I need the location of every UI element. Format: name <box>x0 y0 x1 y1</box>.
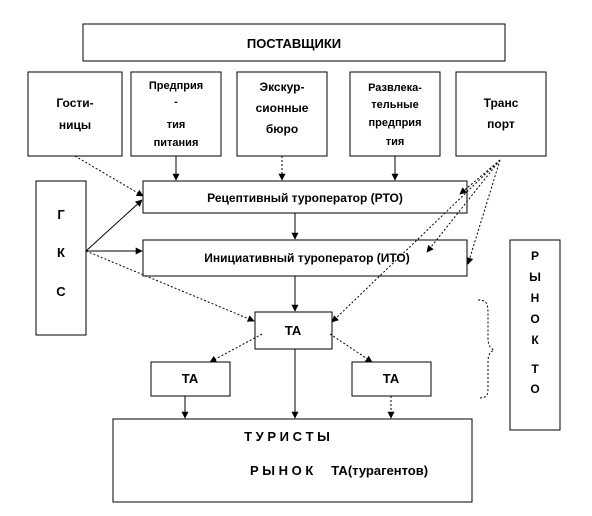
market-to-letter-1: Ы <box>529 270 541 284</box>
gks-letter-1: К <box>57 245 65 260</box>
rto-box <box>142 180 468 214</box>
supplier-hotels-line-0: Гости- <box>56 96 93 110</box>
supplier-catering-label: Предприя - тия питания <box>149 80 203 149</box>
supplier-hotels-line-1: ницы <box>59 118 91 132</box>
market-to-letter-7: О <box>530 382 539 396</box>
ta-left-label: ТА <box>182 371 199 386</box>
supplier-box-hotels <box>27 71 123 157</box>
arrow-ta-to-right <box>329 333 373 363</box>
supplier-catering-line-2: тия <box>167 119 186 131</box>
arrow-transport-ito <box>426 159 501 253</box>
arrow-ta-to-left <box>209 333 263 363</box>
market-to-letter-0: Р <box>531 249 539 263</box>
suppliers-box <box>82 23 506 62</box>
gks-label: Г К С <box>56 207 66 299</box>
market-ta-label: Р Ы Н О К ТА(турагентов) <box>250 463 428 478</box>
ta-right-box <box>351 361 432 397</box>
arrow-transport-rto <box>459 159 501 195</box>
supplier-entertainment-line-3: тия <box>386 136 405 148</box>
ta-left-box <box>150 361 231 397</box>
supplier-excursion-line-0: Экскур- <box>260 80 305 94</box>
ta-center-label: ТА <box>285 323 302 338</box>
market-to-letter-2: Н <box>531 291 540 305</box>
supplier-excursion-line-1: сионные <box>256 101 309 115</box>
market-to-box <box>509 239 561 431</box>
supplier-entertainment-line-0: Развлека- <box>368 82 422 94</box>
supplier-catering-line-1: - <box>174 96 178 108</box>
gks-letter-0: Г <box>57 207 65 222</box>
supplier-transport-line-1: порт <box>487 117 515 131</box>
supplier-excursion-label: Экскур- сионные бюро <box>256 80 309 136</box>
supplier-transport-line-0: Транс <box>484 96 519 110</box>
supplier-hotels-label: Гости- ницы <box>56 96 93 132</box>
ta-right-label: ТА <box>383 371 400 386</box>
tourists-label: Т У Р И С Т Ы <box>244 429 330 444</box>
supplier-excursion-line-2: бюро <box>266 122 298 136</box>
rto-label: Рецептивный туроператор (РТО) <box>207 191 403 205</box>
supplier-transport-label: Транс порт <box>484 96 519 131</box>
arrow-hotels-rto <box>74 155 144 197</box>
supplier-box-excursion <box>236 71 328 157</box>
arrow-transport-ta <box>331 159 501 323</box>
suppliers-title: ПОСТАВЩИКИ <box>247 36 341 51</box>
market-to-letter-4: К <box>531 333 539 347</box>
gks-letter-2: С <box>56 284 66 299</box>
ito-box <box>142 239 468 277</box>
supplier-box-transport <box>455 71 547 157</box>
arrow-transport-ito-side <box>466 159 501 265</box>
supplier-catering-line-3: питания <box>154 137 199 149</box>
market-brace <box>477 299 496 399</box>
ito-label: Инициативный туроператор (ИТО) <box>204 251 410 265</box>
ta-center-box <box>254 311 333 350</box>
supplier-entertainment-label: Развлека- тельные предприя тия <box>368 82 422 148</box>
market-to-letter-6: Т <box>531 362 539 376</box>
gks-box <box>35 180 87 336</box>
tourists-box <box>112 418 473 503</box>
supplier-catering-line-0: Предприя <box>149 80 203 92</box>
supplier-box-entertainment <box>349 71 441 157</box>
supplier-box-catering <box>130 71 222 157</box>
supplier-entertainment-line-1: тельные <box>371 99 418 111</box>
market-to-label: Р Ы Н О К Т О <box>529 249 541 396</box>
supplier-entertainment-line-2: предприя <box>368 117 421 129</box>
arrow-gks-rto <box>85 199 143 252</box>
market-to-letter-3: О <box>530 312 539 326</box>
